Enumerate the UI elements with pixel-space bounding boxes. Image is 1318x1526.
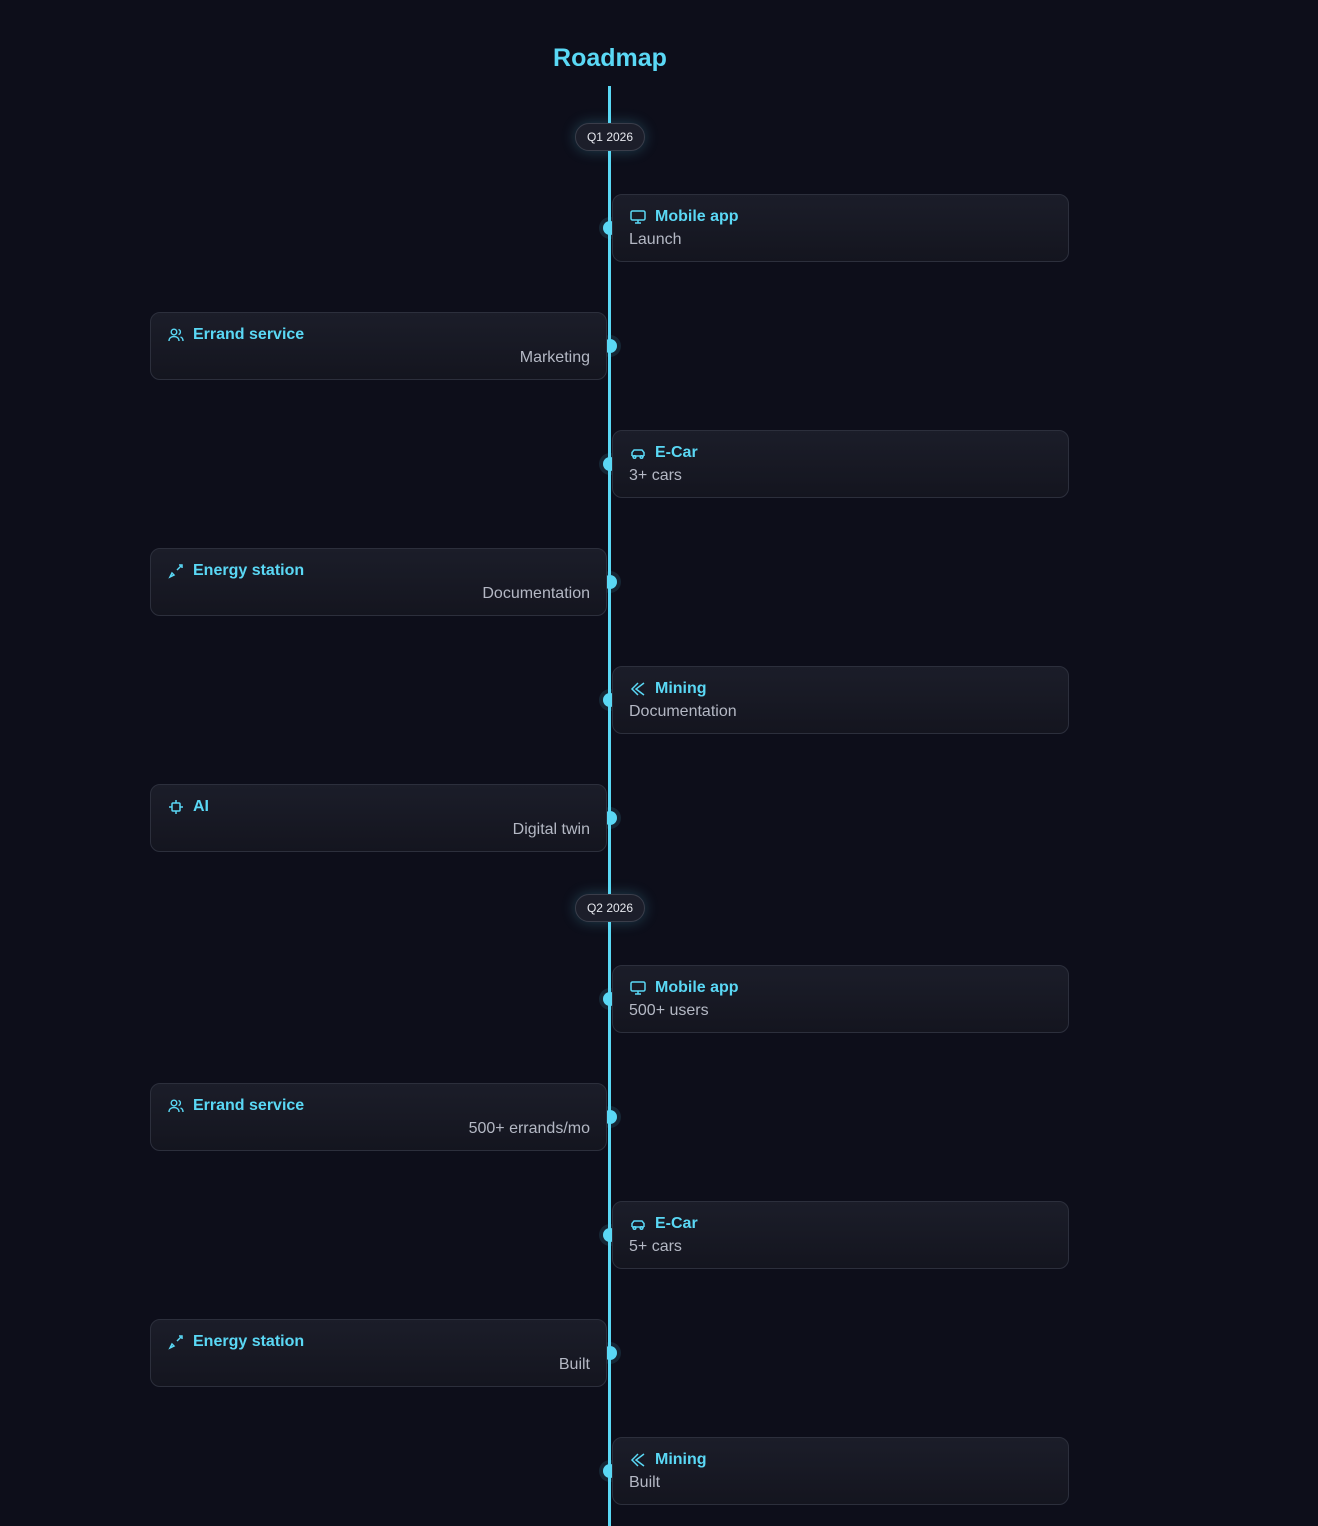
milestone-subtitle: Documentation <box>629 703 737 720</box>
milestone-card[interactable]: Errand service Marketing <box>150 312 607 380</box>
milestone-subtitle: Documentation <box>482 585 590 602</box>
milestone-subtitle: Launch <box>629 231 682 248</box>
milestone-card[interactable]: Mobile app 500+ users <box>612 965 1069 1033</box>
milestone-header: Mobile app <box>629 978 1052 998</box>
plug-icon <box>167 1333 185 1351</box>
milestone-subtitle: 500+ errands/mo <box>468 1120 590 1137</box>
timeline-line <box>608 86 611 1526</box>
milestone-header: AI <box>167 797 590 817</box>
milestone-card[interactable]: Energy station Built <box>150 1319 607 1387</box>
milestone-card[interactable]: Mining Documentation <box>612 666 1069 734</box>
milestone-card[interactable]: Errand service 500+ errands/mo <box>150 1083 607 1151</box>
milestone-title: Energy station <box>193 1333 305 1350</box>
milestone-card[interactable]: E-Car 3+ cars <box>612 430 1069 498</box>
page-title: Roadmap <box>553 44 667 72</box>
milestone-subtitle: 500+ users <box>629 1002 709 1019</box>
milestone-subtitle: 5+ cars <box>629 1238 682 1255</box>
milestone-title: Mobile app <box>655 979 739 996</box>
milestone-title: Errand service <box>193 326 305 343</box>
milestone-title: AI <box>193 798 209 815</box>
milestone-card[interactable]: Mining Built <box>612 1437 1069 1505</box>
plug-icon <box>167 562 185 580</box>
milestone-card[interactable]: Energy station Documentation <box>150 548 607 616</box>
milestone-title: Energy station <box>193 562 305 579</box>
pickaxe-icon <box>629 680 647 698</box>
monitor-icon <box>629 208 647 226</box>
users-icon <box>167 326 185 344</box>
milestone-header: Mobile app <box>629 207 1052 227</box>
milestone-header: Mining <box>629 1450 1052 1470</box>
milestone-title: Mining <box>655 1451 707 1468</box>
milestone-header: Errand service <box>167 1096 590 1116</box>
milestone-subtitle: Marketing <box>519 349 590 366</box>
milestone-card[interactable]: Mobile app Launch <box>612 194 1069 262</box>
quarter-badge: Q2 2026 <box>574 894 646 922</box>
milestone-title: Errand service <box>193 1097 305 1114</box>
quarter-badge: Q1 2026 <box>574 123 646 151</box>
milestone-header: Energy station <box>167 1332 590 1352</box>
monitor-icon <box>629 979 647 997</box>
car-icon <box>629 444 647 462</box>
milestone-header: Mining <box>629 679 1052 699</box>
milestone-subtitle: Digital twin <box>512 821 590 838</box>
users-icon <box>167 1097 185 1115</box>
milestone-title: E-Car <box>655 444 698 461</box>
milestone-header: E-Car <box>629 443 1052 463</box>
car-icon <box>629 1215 647 1233</box>
milestone-header: E-Car <box>629 1214 1052 1234</box>
milestone-title: E-Car <box>655 1215 698 1232</box>
milestone-card[interactable]: E-Car 5+ cars <box>612 1201 1069 1269</box>
milestone-subtitle: Built <box>558 1356 590 1373</box>
milestone-card[interactable]: AI Digital twin <box>150 784 607 852</box>
pickaxe-icon <box>629 1451 647 1469</box>
milestone-header: Errand service <box>167 325 590 345</box>
milestone-title: Mobile app <box>655 208 739 225</box>
cpu-icon <box>167 798 185 816</box>
milestone-subtitle: Built <box>629 1474 661 1491</box>
milestone-title: Mining <box>655 680 707 697</box>
milestone-subtitle: 3+ cars <box>629 467 682 484</box>
milestone-header: Energy station <box>167 561 590 581</box>
